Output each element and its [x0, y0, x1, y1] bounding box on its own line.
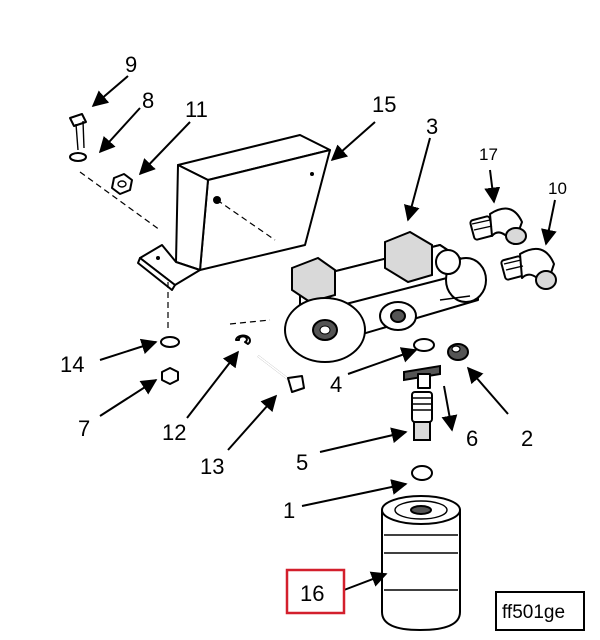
- elbow-fitting-17: [469, 207, 527, 245]
- callout-17: 17: [479, 145, 498, 164]
- callout-7: 7: [78, 416, 90, 441]
- adapter-5: [411, 391, 433, 441]
- bolt-9: [69, 113, 87, 151]
- plug-2: [447, 343, 469, 361]
- callout-14: 14: [60, 352, 84, 377]
- callout-16: 16: [300, 581, 324, 606]
- nut-7: [161, 367, 179, 385]
- drain-valve-6: [403, 364, 441, 389]
- lock-washer-12: [235, 334, 251, 345]
- washer-8: [69, 152, 87, 162]
- nut-11: [111, 173, 133, 195]
- leader-lines: [91, 75, 557, 591]
- callout-5: 5: [296, 450, 308, 475]
- callout-11: 11: [185, 97, 208, 122]
- highlighted-callout-16: 16: [285, 568, 346, 615]
- callout-15: 15: [372, 92, 396, 117]
- filter-head: [284, 230, 487, 363]
- callout-8: 8: [142, 88, 154, 113]
- callout-1: 1: [283, 498, 295, 523]
- callout-labels: 9 8 11 15 3 17 10 14 12 7 13 4 6 2 5 1: [60, 52, 567, 523]
- callout-10: 10: [548, 179, 567, 198]
- callout-9: 9: [125, 52, 137, 77]
- callout-6: 6: [466, 426, 478, 451]
- mounting-bracket: [137, 134, 331, 291]
- callout-2: 2: [521, 426, 533, 451]
- figure-reference: ff501ge: [495, 591, 585, 631]
- callout-3: 3: [426, 114, 438, 139]
- gasket-1: [411, 465, 433, 481]
- callout-13: 13: [200, 454, 224, 479]
- figure-reference-label: ff501ge: [502, 602, 565, 623]
- fuel-filter-16: [381, 495, 461, 631]
- washer-14: [160, 336, 180, 348]
- elbow-fitting-10: [500, 247, 557, 290]
- o-ring-4: [413, 338, 435, 352]
- callout-12: 12: [162, 420, 186, 445]
- bolt-13: [257, 355, 305, 393]
- callout-4: 4: [330, 372, 342, 397]
